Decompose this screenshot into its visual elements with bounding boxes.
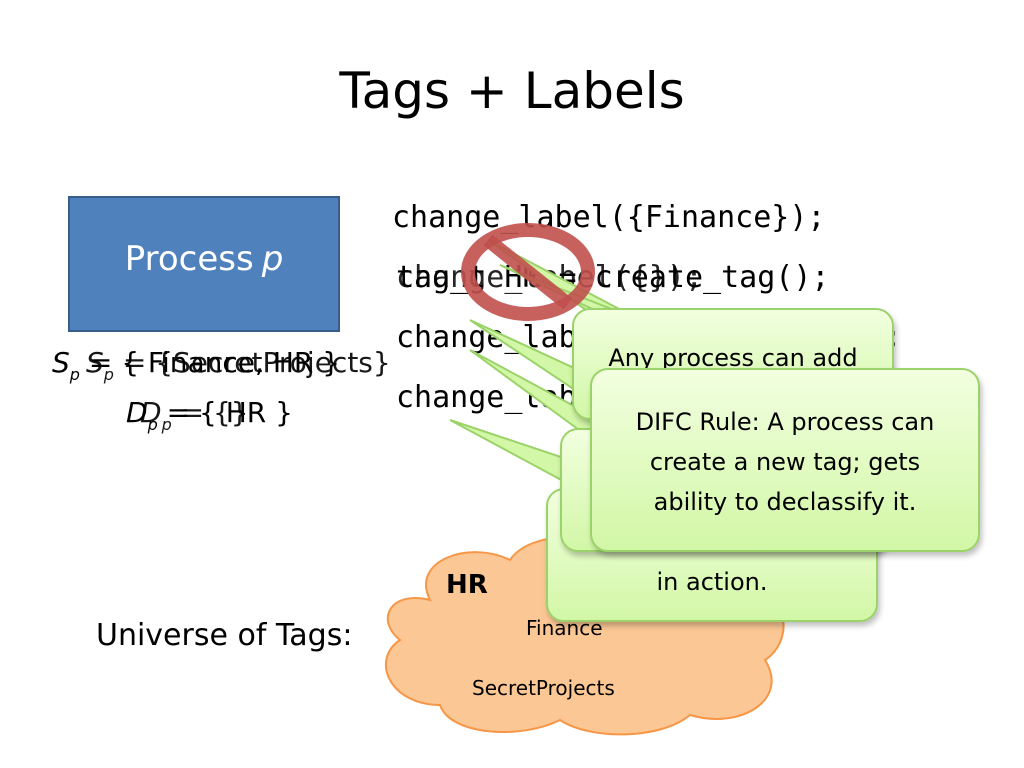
secrecy-label-b: Sp = {SecretProjects} <box>86 346 391 384</box>
prohibited-icon <box>461 223 595 321</box>
tag-secretprojects: SecretProjects <box>472 676 615 700</box>
declassify-label-a: Dp = { HR } <box>126 396 293 434</box>
tag-hr: HR <box>446 570 488 600</box>
code-line-1: change_label({Finance}); <box>392 200 826 235</box>
slide-title: Tags + Labels <box>339 62 685 120</box>
universe-label: Universe of Tags: <box>96 618 353 653</box>
declassify-label-b: Dp = {} <box>140 396 249 434</box>
callout-front: DIFC Rule: A process can create a new ta… <box>590 368 980 552</box>
process-variable: p <box>261 239 284 279</box>
process-label: Process <box>124 239 254 279</box>
secrecy-label-a: Sp = { Finance, HR } <box>52 346 341 384</box>
process-box: Process p <box>68 196 340 332</box>
